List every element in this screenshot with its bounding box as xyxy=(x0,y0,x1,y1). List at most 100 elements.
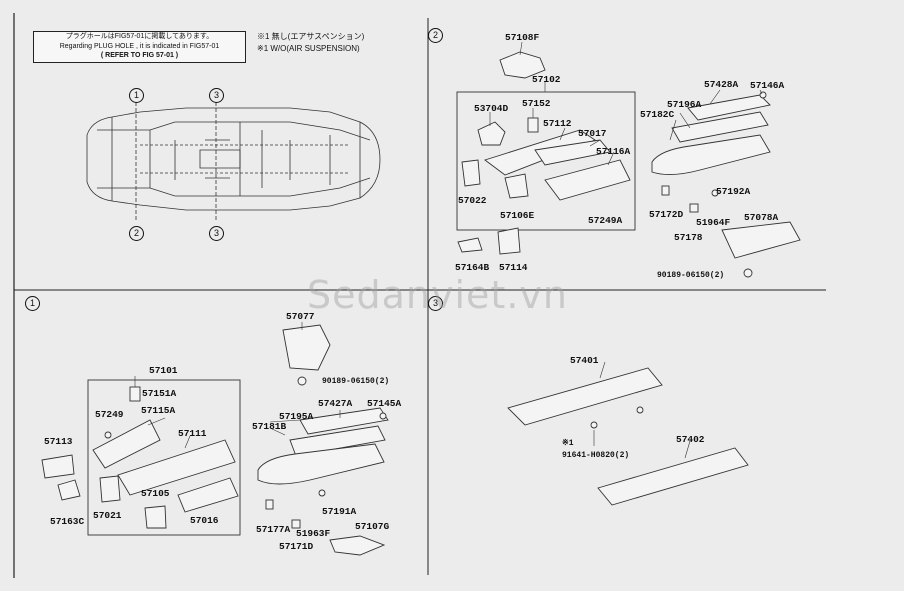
part-bolt-90189-s2 xyxy=(743,268,753,278)
part-57078A xyxy=(721,221,801,259)
note-line-1: プラグホールはFIG57-01に掲載してあります。 xyxy=(65,33,214,40)
label-57177A: 57177A xyxy=(256,524,291,535)
part-57181B xyxy=(257,443,385,485)
label-57163C: 57163C xyxy=(50,516,85,527)
label-57171D: 57171D xyxy=(279,541,314,552)
legend-line-2: ※1 W/O(AIR SUSPENSION) xyxy=(257,44,360,53)
part-57164B xyxy=(457,237,483,253)
group-box-57101 xyxy=(87,379,241,536)
part-bolt-91641 xyxy=(590,421,598,429)
part-clip-57401 xyxy=(636,406,644,414)
label-57022: 57022 xyxy=(458,195,487,206)
label-57191A: 57191A xyxy=(322,506,357,517)
label-90189-06150-s2: 90189-06150(2) xyxy=(657,271,725,280)
legend: ※1 無し(エアサスペンション) ※1 W/O(AIR SUSPENSION) xyxy=(257,31,364,55)
part-57022 xyxy=(461,159,481,187)
part-57249 xyxy=(104,431,112,439)
note-line-3: ( REFER TO FIG 57-01 ) xyxy=(100,52,179,59)
part-57115A xyxy=(92,419,161,469)
label-51964F: 51964F xyxy=(696,217,731,228)
label-57016: 57016 xyxy=(190,515,219,526)
label-57151A: 57151A xyxy=(142,388,177,399)
part-57163C xyxy=(57,479,81,501)
part-57077 xyxy=(282,324,331,371)
label-57152: 57152 xyxy=(522,98,551,109)
group-box-57102 xyxy=(456,91,636,231)
part-51963F xyxy=(291,519,301,529)
label-90189-06150-s1: 90189-06150(2) xyxy=(322,377,390,386)
label-57195A: 57195A xyxy=(279,411,314,422)
label-57111: 57111 xyxy=(178,428,207,439)
label-57106E: 57106E xyxy=(500,210,535,221)
part-57017 xyxy=(534,139,611,166)
overview-callout-3-bottom: 3 xyxy=(209,226,224,241)
section-3-number: 3 xyxy=(428,296,443,311)
label-57108F: 57108F xyxy=(505,32,540,43)
watermark: Sedanviet.vn xyxy=(307,273,568,317)
overview-callout-2: 2 xyxy=(129,226,144,241)
part-57114 xyxy=(497,227,521,255)
label-57021: 57021 xyxy=(93,510,122,521)
label-57101: 57101 xyxy=(149,365,178,376)
part-bolt-90189-s1 xyxy=(297,376,307,386)
overview-callout-1: 1 xyxy=(129,88,144,103)
label-57145A: 57145A xyxy=(367,398,402,409)
label-57427A: 57427A xyxy=(318,398,353,409)
label-57112: 57112 xyxy=(543,118,572,129)
label-57172D: 57172D xyxy=(649,209,684,220)
part-57108F xyxy=(499,51,546,79)
label-57113: 57113 xyxy=(44,436,73,447)
note-line-2: Regarding PLUG HOLE , it is indicated in… xyxy=(59,42,220,50)
label-star-1: ※1 xyxy=(562,439,574,448)
part-57145A xyxy=(379,412,387,420)
part-57111 xyxy=(117,439,236,496)
part-57146A xyxy=(759,91,767,99)
part-57402 xyxy=(597,447,749,506)
label-57114: 57114 xyxy=(499,262,528,273)
part-57106E xyxy=(504,173,529,199)
section-2-number: 2 xyxy=(428,28,443,43)
section-1-number: 1 xyxy=(25,296,40,311)
label-57182C: 57182C xyxy=(640,109,675,120)
leader-lines xyxy=(134,41,763,459)
label-91641-H0820: 91641-H0820(2) xyxy=(562,451,630,460)
label-57178: 57178 xyxy=(674,232,703,243)
label-57181B: 57181B xyxy=(252,421,287,432)
label-57105: 57105 xyxy=(141,488,170,499)
label-57146A: 57146A xyxy=(750,80,785,91)
part-57107G xyxy=(329,535,386,556)
label-51963F: 51963F xyxy=(296,528,331,539)
label-57249: 57249 xyxy=(95,409,124,420)
part-57105 xyxy=(144,505,167,529)
label-57402: 57402 xyxy=(676,434,705,445)
label-57116A: 57116A xyxy=(596,146,631,157)
part-57195A xyxy=(289,425,386,457)
label-57164B: 57164B xyxy=(455,262,490,273)
legend-line-1: ※1 無し(エアサスペンション) xyxy=(257,32,365,41)
part-57428A xyxy=(687,94,771,121)
label-57428A: 57428A xyxy=(704,79,739,90)
part-57016 xyxy=(177,477,239,513)
part-57172D xyxy=(661,185,670,196)
plug-hole-note: プラグホールはFIG57-01に掲載してあります。 Regarding PLUG… xyxy=(33,31,246,63)
label-57078A: 57078A xyxy=(744,212,779,223)
part-57177A xyxy=(265,499,274,510)
overview-callout-3-top: 3 xyxy=(209,88,224,103)
part-51964F xyxy=(689,203,699,213)
part-57191A xyxy=(318,489,326,497)
part-57401 xyxy=(507,367,663,426)
part-57196A xyxy=(671,111,769,143)
vehicle-overview xyxy=(86,102,381,222)
part-57151A xyxy=(129,386,141,402)
part-57427A xyxy=(299,407,389,435)
label-57115A: 57115A xyxy=(141,405,176,416)
label-57249A: 57249A xyxy=(588,215,623,226)
label-57196A: 57196A xyxy=(667,99,702,110)
label-53704D: 53704D xyxy=(474,103,509,114)
part-57113 xyxy=(41,454,75,479)
label-57102: 57102 xyxy=(532,74,561,85)
label-57077: 57077 xyxy=(286,311,315,322)
part-53704D xyxy=(477,121,506,146)
